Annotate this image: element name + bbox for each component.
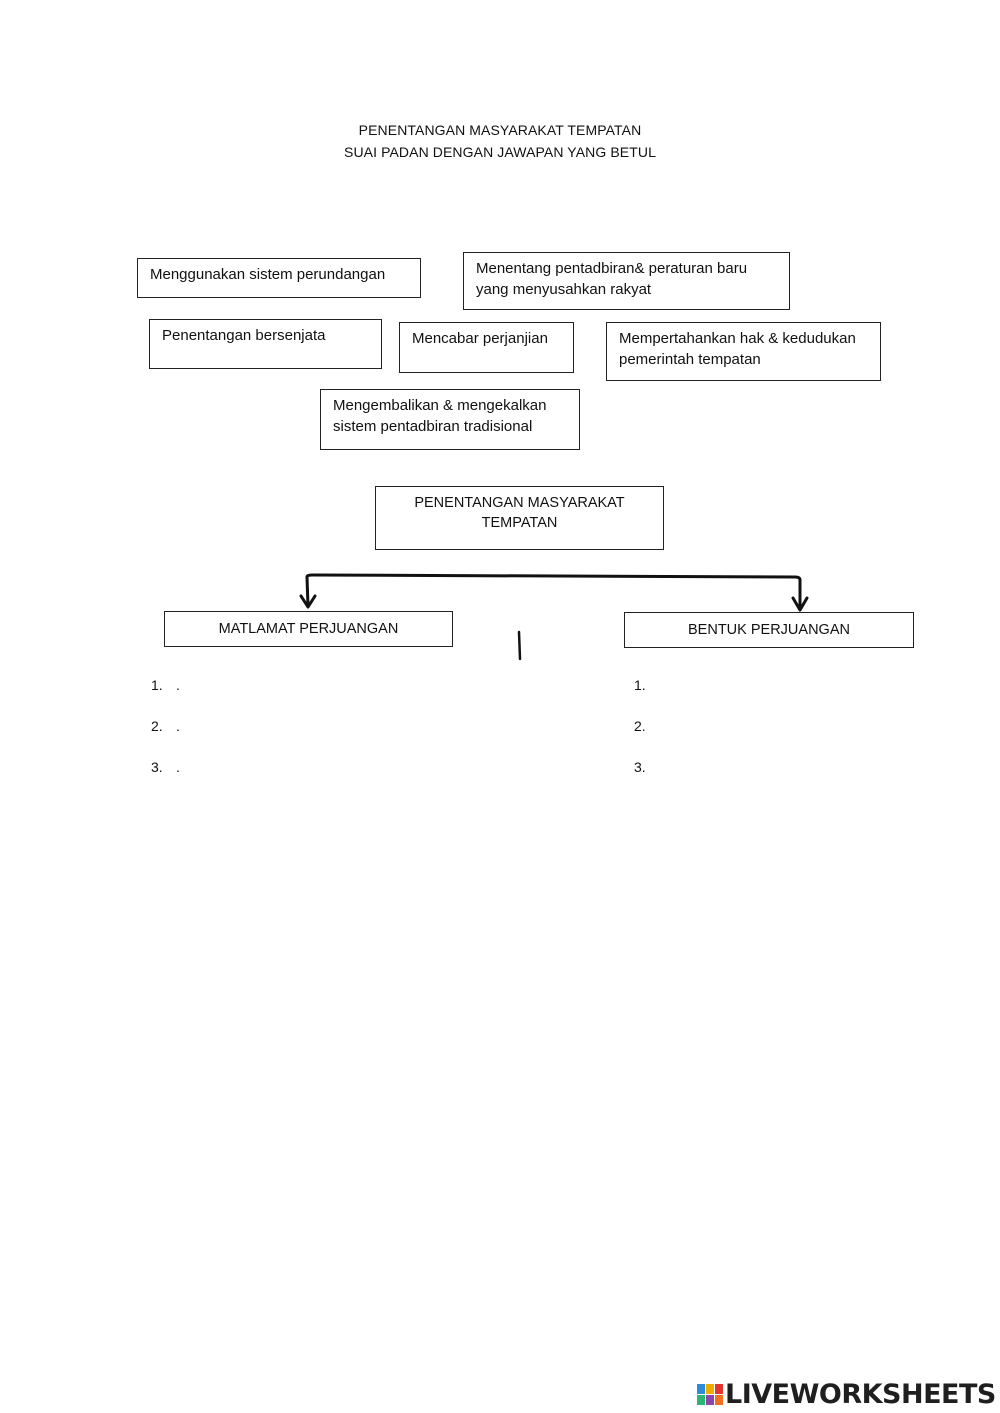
logo-tile bbox=[715, 1383, 723, 1394]
logo-tile bbox=[697, 1394, 705, 1405]
liveworksheets-brand-text: LIVEWORKSHEETS bbox=[725, 1378, 996, 1410]
option-mengembalikan-sistem[interactable]: Mengembalikan & mengekalkan sistem penta… bbox=[320, 389, 580, 450]
liveworksheets-logo: LIVEWORKSHEETS bbox=[697, 1378, 996, 1410]
answer-number: 1. bbox=[634, 677, 646, 693]
matlamat-answer-2[interactable]: . bbox=[176, 718, 180, 734]
logo-tile bbox=[715, 1394, 723, 1405]
central-concept-box: PENENTANGAN MASYARAKAT TEMPATAN bbox=[375, 486, 664, 550]
answer-number: 3. bbox=[634, 759, 646, 775]
bentuk-answer-3[interactable] bbox=[656, 759, 916, 779]
bentuk-perjuangan-heading: BENTUK PERJUANGAN bbox=[624, 612, 914, 648]
answer-number: 2. bbox=[634, 718, 646, 734]
option-menentang-pentadbiran[interactable]: Menentang pentadbiran& peraturan baru ya… bbox=[463, 252, 790, 310]
option-penentangan-bersenjata[interactable]: Penentangan bersenjata bbox=[149, 319, 382, 369]
answer-number: 2. bbox=[151, 718, 163, 734]
text-cursor-mark bbox=[517, 630, 522, 661]
worksheet-instruction: SUAI PADAN DENGAN JAWAPAN YANG BETUL bbox=[344, 144, 656, 160]
answer-number: 1. bbox=[151, 677, 163, 693]
logo-tile bbox=[706, 1383, 714, 1394]
matlamat-perjuangan-heading: MATLAMAT PERJUANGAN bbox=[164, 611, 453, 647]
liveworksheets-logo-icon bbox=[697, 1383, 723, 1405]
logo-tile bbox=[697, 1383, 705, 1394]
bentuk-answer-2[interactable] bbox=[656, 718, 916, 738]
option-menggunakan-sistem-perundangan[interactable]: Menggunakan sistem perundangan bbox=[137, 258, 421, 298]
left-arrow-head bbox=[299, 594, 317, 609]
left-arrow-shaft bbox=[305, 575, 310, 608]
matlamat-answer-1[interactable]: . bbox=[176, 677, 180, 693]
option-mempertahankan-hak[interactable]: Mempertahankan hak & kedudukan pemerinta… bbox=[606, 322, 881, 381]
worksheet-title: PENENTANGAN MASYARAKAT TEMPATAN bbox=[358, 122, 642, 138]
bentuk-answer-1[interactable] bbox=[656, 677, 916, 697]
answer-number: 3. bbox=[151, 759, 163, 775]
logo-tile bbox=[706, 1394, 714, 1405]
matlamat-answer-3[interactable]: . bbox=[176, 759, 180, 775]
option-mencabar-perjanjian[interactable]: Mencabar perjanjian bbox=[399, 322, 574, 373]
right-arrow-head bbox=[791, 596, 809, 612]
branch-line bbox=[305, 573, 802, 582]
branch-connector bbox=[299, 573, 809, 661]
